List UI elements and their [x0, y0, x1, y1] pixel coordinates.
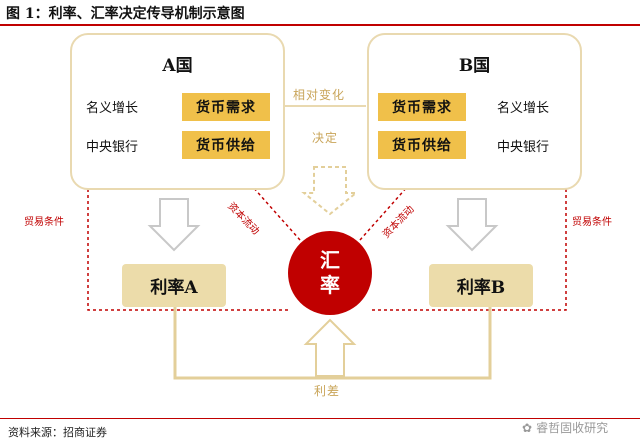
country-b-money-supply: 货币供给 — [378, 131, 466, 159]
country-b-money-demand: 货币需求 — [378, 93, 466, 121]
interest-rate-b: 利率B — [429, 264, 533, 307]
down-arrow-a — [147, 198, 201, 252]
country-a-nominal-growth: 名义增长 — [86, 101, 139, 116]
country-a-central-bank: 中央银行 — [86, 140, 139, 155]
interest-rate-a: 利率A — [122, 264, 226, 307]
watermark-text: 睿哲固收研究 — [536, 421, 609, 435]
trade-arrow-right — [372, 120, 572, 311]
source-note: 资料来源：招商证券 — [8, 426, 107, 439]
figure-title-bar: 图 1：利率、汇率决定传导机制示意图 — [0, 0, 640, 24]
wechat-icon: ✿ — [522, 420, 533, 435]
country-a-money-supply: 货币供给 — [182, 131, 270, 159]
relative-change-label: 相对变化 — [293, 88, 346, 102]
rate-spread-loop — [173, 307, 492, 380]
trade-condition-label-right: 贸易条件 — [572, 217, 612, 228]
watermark: ✿ 睿哲固收研究 — [522, 419, 608, 436]
decides-arrow — [301, 166, 359, 216]
country-b-central-bank: 中央银行 — [497, 140, 550, 155]
country-a-title: A国 — [162, 56, 193, 76]
title-divider — [0, 24, 640, 26]
country-b-nominal-growth: 名义增长 — [497, 101, 550, 116]
down-arrow-b — [445, 198, 499, 252]
country-b-title: B国 — [458, 56, 491, 76]
country-a-money-demand: 货币需求 — [182, 93, 270, 121]
trade-arrow-left — [82, 154, 288, 311]
rate-spread-label: 利差 — [314, 384, 341, 398]
exchange-rate-char-1: 汇 — [320, 248, 340, 272]
figure-title: 图 1：利率、汇率决定传导机制示意图 — [6, 6, 245, 22]
rate-spread-arrow — [303, 318, 357, 377]
decides-label: 决定 — [312, 131, 339, 145]
exchange-rate-circle: 汇 率 — [288, 231, 372, 315]
footer-divider — [0, 418, 640, 419]
exchange-rate-char-2: 率 — [320, 273, 340, 297]
trade-condition-label-left: 贸易条件 — [24, 217, 64, 228]
